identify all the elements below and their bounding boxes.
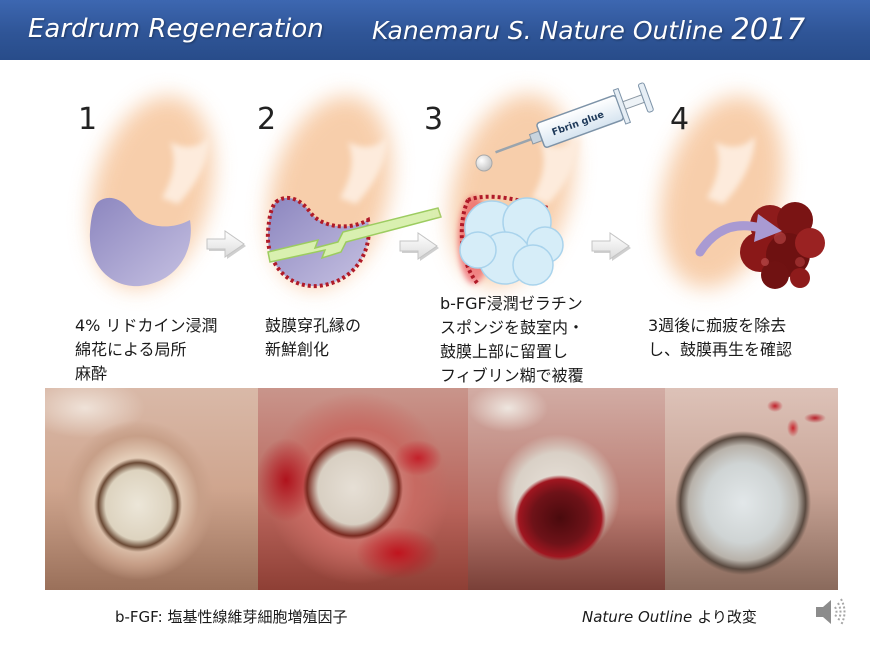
canal-wall [707,136,755,204]
speaker-icon[interactable] [812,594,848,630]
glue-drop [475,154,493,172]
step-line: 新鮮創化 [265,340,330,359]
canal-wall [162,136,210,204]
step-line: 鼓膜穿孔縁の [265,316,362,335]
crust [740,202,825,289]
title-bar: Eardrum Regeneration Kanemaru S. Nature … [0,0,870,60]
citation: Kanemaru S. Nature Outline 2017 [372,13,805,47]
step-line: スポンジを鼓室内・ [440,318,585,337]
abbreviation-footnote: b-FGF: 塩基性線維芽細胞増殖因子 [115,608,348,626]
ear-illustration-2 [265,96,442,289]
step-number-1: 1 [78,102,98,137]
step-description-1: 4% リドカイン浸潤 綿花による局所 麻酔 [75,314,217,386]
step-number-2: 2 [257,102,277,137]
eardrum-photo-4 [665,388,838,590]
curved-arrow-icon [695,221,765,257]
right-arrow-icon [399,232,439,261]
step-description-2: 鼓膜穿孔縁の 新鮮創化 [265,314,361,362]
step-description-3: b-FGF浸潤ゼラチン スポンジを鼓室内・ 鼓膜上部に留置し フィブリン糊で被覆 [440,292,584,388]
step-number-3: 3 [424,102,444,137]
step-line: 4% リドカイン浸潤 [75,316,218,335]
procedure-illustration: Fbrin glue [89,82,825,289]
gelatin-sponge [459,197,564,286]
canal-wall [340,136,388,204]
step-line: し、鼓膜再生を確認 [648,340,793,359]
canal-wall [532,136,580,204]
source-journal: Nature Outline [582,608,693,626]
citation-year: 2017 [731,12,806,46]
ear-illustration-1 [89,96,214,288]
right-arrow-icon [206,230,246,259]
step-description-4: 3週後に痂疲を除去 し、鼓膜再生を確認 [648,314,792,362]
freshened-wound-edge [265,195,371,289]
source-suffix: より改変 [697,608,757,626]
step-line: 麻酔 [75,364,108,383]
perforated-membrane [89,197,191,287]
eardrum-photo-2 [258,388,468,590]
instrument-strip [267,207,442,263]
step-line: b-FGF浸潤ゼラチン [440,294,583,313]
step-line: 綿花による局所 [75,340,187,359]
step-line: 鼓膜上部に留置し [440,342,569,361]
eardrum-photo-1 [45,388,258,590]
step-line: フィブリン糊で被覆 [440,366,584,385]
step-line: 3週後に痂疲を除去 [648,316,787,335]
curved-arrow-head [754,214,782,242]
step-number-4: 4 [670,102,690,137]
endoscopic-photo-strip [45,388,838,590]
eardrum-photo-3 [468,388,665,590]
ear-illustration-4 [660,96,825,289]
ear-illustration-3: Fbrin glue [450,82,654,286]
citation-text: Kanemaru S. Nature Outline [372,16,724,45]
right-arrow-icon [591,232,631,261]
slide-title: Eardrum Regeneration [28,14,324,44]
syringe-icon: Fbrin glue [495,82,654,154]
